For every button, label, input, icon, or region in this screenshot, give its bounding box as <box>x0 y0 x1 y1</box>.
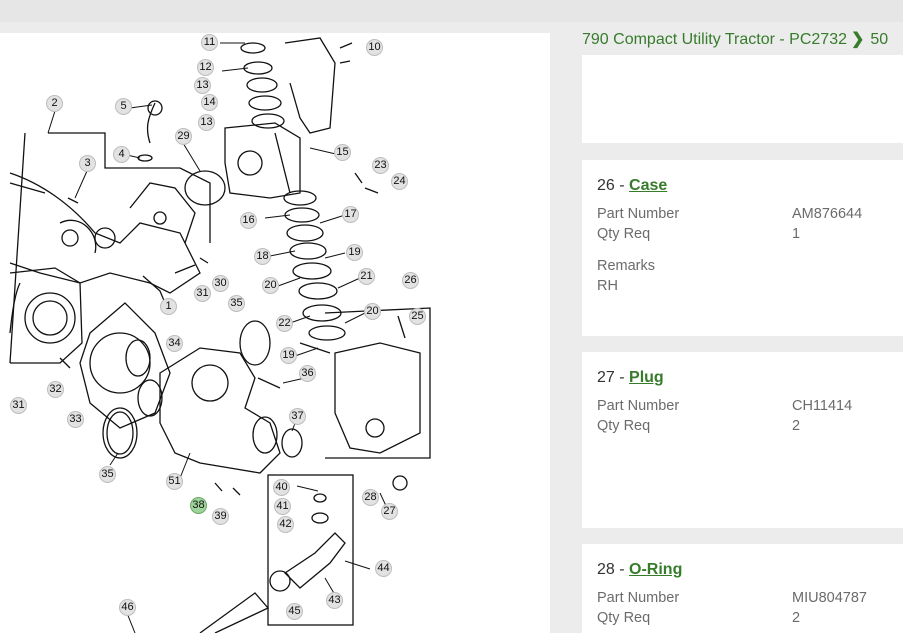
callout-20b[interactable]: 20 <box>364 303 381 320</box>
breadcrumb-section-link[interactable]: 50 <box>870 31 889 48</box>
callout-27[interactable]: 27 <box>381 503 398 520</box>
callout-28[interactable]: 28 <box>362 489 379 506</box>
callout-19a[interactable]: 19 <box>346 244 363 261</box>
parts-diagram[interactable]: 2 3 4 5 10 11 12 13 14 13 15 16 17 18 19… <box>0 33 550 633</box>
callout-15[interactable]: 15 <box>334 144 351 161</box>
part-title: 27 - Plug <box>597 369 664 386</box>
top-bar <box>0 0 903 22</box>
qty-value: 2 <box>792 418 801 434</box>
header-panel <box>582 55 903 143</box>
callout-46[interactable]: 46 <box>119 599 136 616</box>
callout-40[interactable]: 40 <box>273 479 290 496</box>
callout-37[interactable]: 37 <box>289 408 306 425</box>
remarks-label: Remarks <box>597 258 656 274</box>
callout-14[interactable]: 14 <box>201 94 218 111</box>
breadcrumb-model-link[interactable]: 790 Compact Utility Tractor - PC2732 <box>582 31 847 48</box>
callout-13b[interactable]: 13 <box>198 114 215 131</box>
callout-23[interactable]: 23 <box>372 157 389 174</box>
callout-42[interactable]: 42 <box>277 516 294 533</box>
callout-29[interactable]: 29 <box>175 128 192 145</box>
part-title: 28 - O-Ring <box>597 561 683 578</box>
callout-38[interactable]: 38 <box>190 497 207 514</box>
callout-25[interactable]: 25 <box>409 308 426 325</box>
callout-26[interactable]: 26 <box>402 272 419 289</box>
callout-24[interactable]: 24 <box>391 173 408 190</box>
callout-33[interactable]: 33 <box>67 411 84 428</box>
callout-41[interactable]: 41 <box>274 498 291 515</box>
callout-5[interactable]: 5 <box>115 98 132 115</box>
callout-51[interactable]: 51 <box>166 473 183 490</box>
callout-36[interactable]: 36 <box>299 365 316 382</box>
callout-13a[interactable]: 13 <box>194 77 211 94</box>
callout-35a[interactable]: 35 <box>99 466 116 483</box>
callout-1[interactable]: 1 <box>160 298 177 315</box>
breadcrumb: 790 Compact Utility Tractor - PC2732❯ 50 <box>582 29 903 51</box>
callout-32[interactable]: 32 <box>47 381 64 398</box>
callout-3[interactable]: 3 <box>79 155 96 172</box>
callout-31b[interactable]: 31 <box>10 397 27 414</box>
diagram-drawing <box>9 37 431 633</box>
callout-17[interactable]: 17 <box>342 206 359 223</box>
part-title: 26 - Case <box>597 177 668 194</box>
callout-39[interactable]: 39 <box>212 508 229 525</box>
callout-30[interactable]: 30 <box>212 275 229 292</box>
chevron-right-icon: ❯ <box>851 31 865 48</box>
callout-4[interactable]: 4 <box>113 146 130 163</box>
callout-31a[interactable]: 31 <box>194 285 211 302</box>
callout-35b[interactable]: 35 <box>228 295 245 312</box>
qty-value: 1 <box>792 226 801 242</box>
callout-45[interactable]: 45 <box>286 603 303 620</box>
qty-value: 2 <box>792 610 801 626</box>
callout-19b[interactable]: 19 <box>280 347 297 364</box>
callout-16[interactable]: 16 <box>240 212 257 229</box>
callout-10[interactable]: 10 <box>366 39 383 56</box>
part-number-value: CH11414 <box>792 398 853 414</box>
callout-20a[interactable]: 20 <box>262 277 279 294</box>
callout-44[interactable]: 44 <box>375 560 392 577</box>
callout-22[interactable]: 22 <box>276 315 293 332</box>
part-number-value: AM876644 <box>792 206 863 222</box>
callout-34[interactable]: 34 <box>166 335 183 352</box>
remarks-value: RH <box>597 278 618 294</box>
part-name-link[interactable]: Case <box>629 177 668 194</box>
part-name-link[interactable]: O-Ring <box>629 561 683 578</box>
callout-18[interactable]: 18 <box>254 248 271 265</box>
callout-21[interactable]: 21 <box>358 268 375 285</box>
callout-12[interactable]: 12 <box>197 59 214 76</box>
callout-11[interactable]: 11 <box>201 34 218 51</box>
callout-2[interactable]: 2 <box>46 95 63 112</box>
part-name-link[interactable]: Plug <box>629 369 664 386</box>
callout-43[interactable]: 43 <box>326 592 343 609</box>
part-number-value: MIU804787 <box>792 590 867 606</box>
